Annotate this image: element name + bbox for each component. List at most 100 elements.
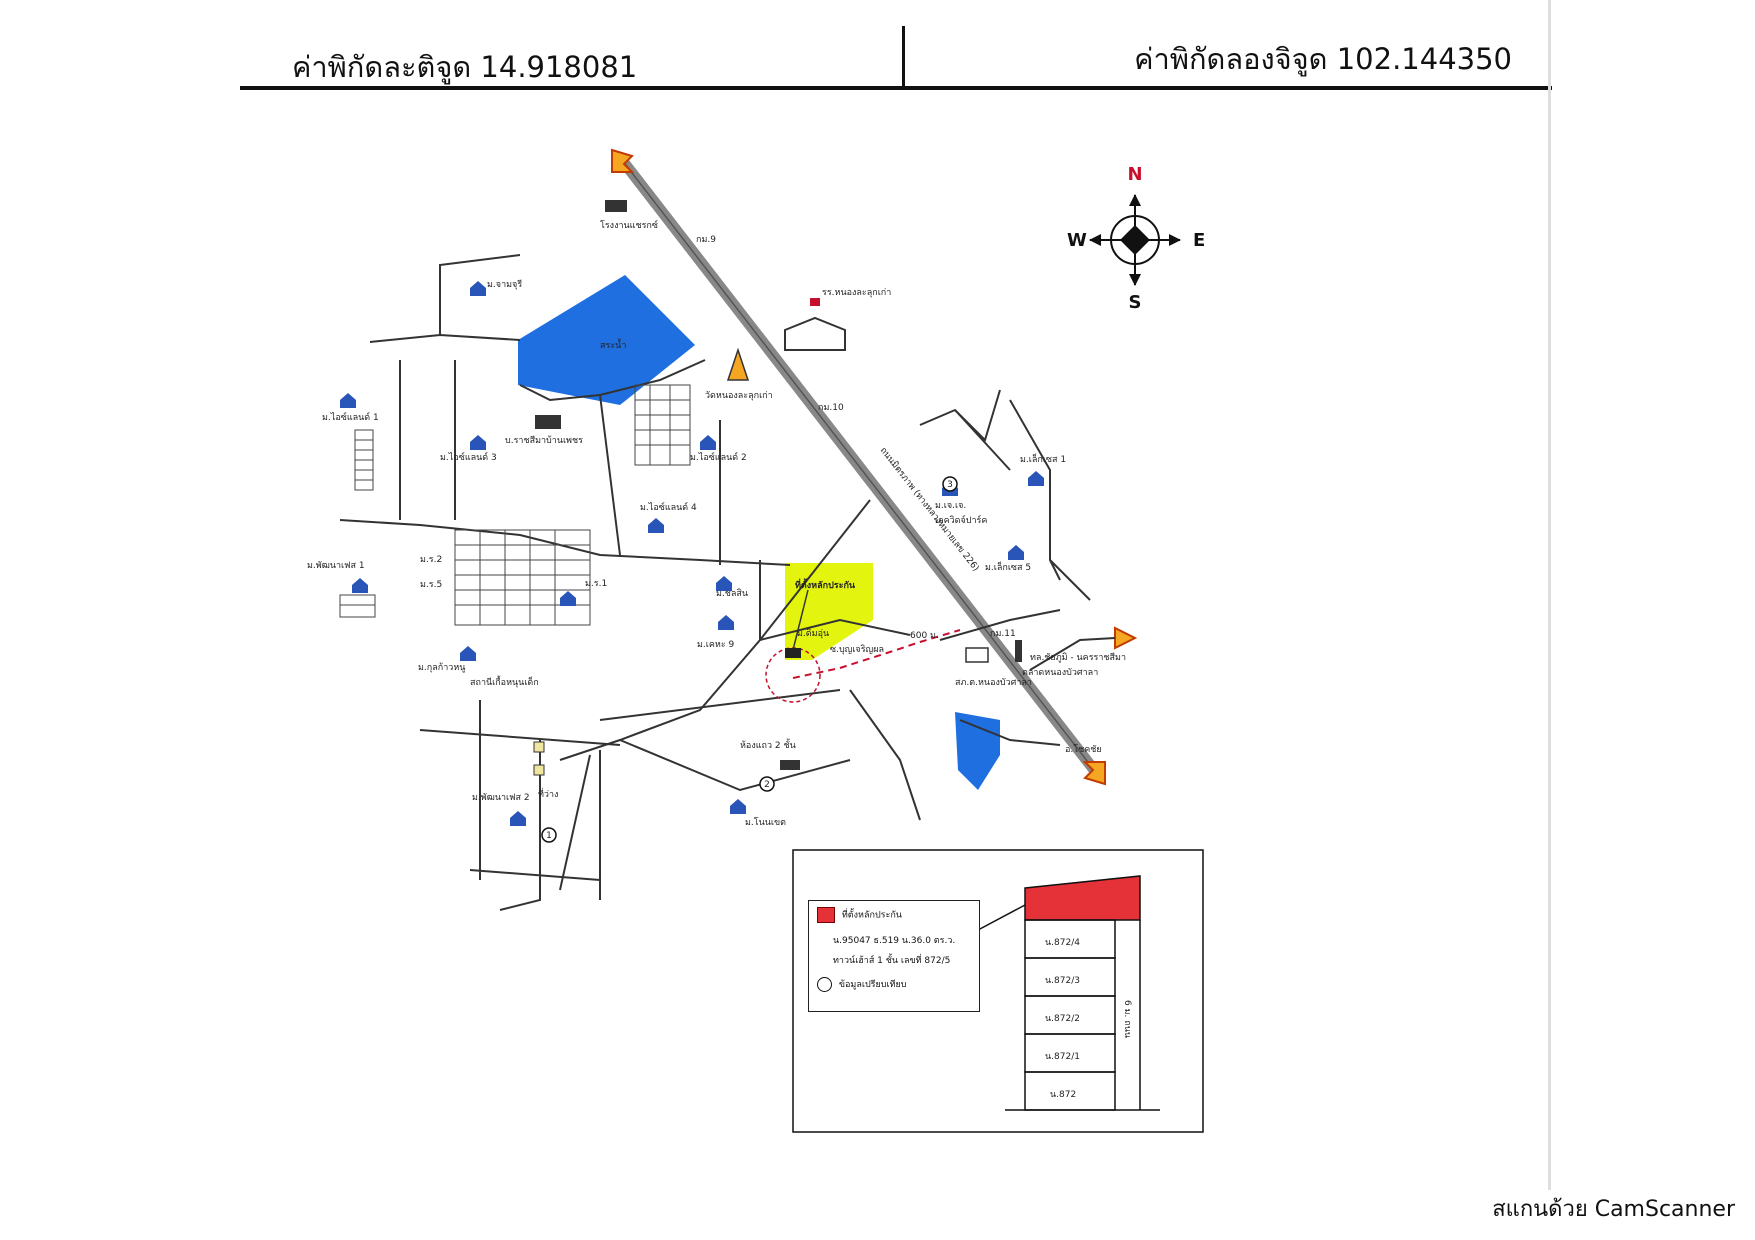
label-sai-land-2: ม.ไอซ์แลนด์ 2 — [690, 451, 747, 463]
legend-swatch — [817, 907, 835, 923]
label-shop: ตลาดหนองบัวศาลา — [1022, 668, 1098, 678]
marker-2 — [759, 776, 775, 792]
label-collateral: ที่ตั้งหลักประกัน — [795, 578, 856, 591]
label-nonkhet: ม.โนนเขต — [745, 817, 786, 828]
factory-icon — [605, 200, 627, 212]
label-jj: ม.เจ.เจ. — [935, 501, 966, 511]
compass-e: E — [1193, 230, 1205, 251]
label-distance: 600 ม. — [910, 631, 939, 641]
label-km9: กม.9 — [696, 235, 716, 245]
plot-unit-4: น.872/4 — [1045, 938, 1080, 948]
label-to-highway: ทล.ชัยภูมิ - นครราชสีมา — [1030, 652, 1126, 663]
label-r1: ม.ร.1 — [585, 579, 607, 589]
plot-unit-2: น.872/2 — [1045, 1014, 1080, 1024]
house-icon — [352, 578, 368, 593]
temple-icon — [726, 347, 750, 381]
pond-area — [518, 275, 695, 405]
house-icon — [340, 393, 356, 408]
plot-collateral — [1024, 875, 1141, 921]
label-phatthana-1: ม.พัฒนาเฟส 1 — [307, 561, 365, 571]
scanner-footer: สแกนด้วย CamScanner — [1492, 1197, 1735, 1222]
label-temple-school: รร.หนองละลุกเก่า — [822, 288, 891, 298]
house-icon — [510, 811, 526, 826]
label-temple: วัดหนองละลุกเก่า — [705, 391, 773, 401]
label-school-small: สถานีเกื้อหนุนเด็ก — [470, 675, 539, 688]
label-sai-land-1: ม.ไอซ์แลนด์ 1 — [322, 411, 379, 423]
house-icon — [460, 646, 476, 661]
marker-1 — [541, 827, 557, 843]
house-icon — [470, 435, 486, 450]
house-icon — [1008, 545, 1024, 560]
latitude-label: ค่าพิกัดละติจูด 14.918081 — [292, 50, 638, 84]
label-km11: กม.11 — [990, 629, 1016, 639]
compass-icon — [1089, 194, 1181, 286]
legend-reference: ข้อมูลเปรียบเทียบ — [838, 980, 907, 990]
arrow-north-west-icon — [611, 148, 635, 173]
compass-n: N — [1127, 164, 1142, 185]
plot-unit-1: น.872/1 — [1045, 1052, 1080, 1062]
legend-collateral: ที่ตั้งหลักประกัน — [841, 910, 902, 921]
school-icon — [784, 316, 846, 351]
label-moo: ม.ดิ่มอุ่น — [797, 626, 829, 639]
arrow-south-east-icon — [1082, 761, 1106, 786]
label-lexus-5: ม.เล็กเซส 5 — [985, 560, 1031, 573]
header-divider — [902, 26, 905, 88]
house-icon — [560, 591, 576, 606]
collateral-building-icon — [785, 648, 801, 658]
longitude-label: ค่าพิกัดลองจิจูด 102.144350 — [1134, 42, 1512, 76]
traffic-light-icon — [1015, 640, 1022, 662]
plot-unit-3: น.872/3 — [1045, 976, 1080, 986]
plot-unit-0: น.872 — [1050, 1090, 1076, 1100]
plot-road-label: 6 ม. ถนน — [1122, 1000, 1132, 1038]
arrow-east-icon — [1114, 626, 1138, 650]
collateral-zone — [785, 563, 873, 660]
label-pond: สระน้ำ — [600, 338, 626, 351]
compass-s: S — [1129, 292, 1142, 313]
label-storage: ที่ว่าง — [538, 787, 558, 800]
storage-icon — [533, 764, 545, 776]
label-r5: ม.ร.5 — [420, 580, 442, 590]
distance-route — [792, 629, 961, 679]
house-icon — [718, 615, 734, 630]
house-icon — [730, 799, 746, 814]
townhouse-icon — [780, 760, 800, 770]
house-icon — [716, 576, 732, 591]
plot-plan-frame — [792, 849, 1204, 1133]
label-kukaew: ม.กุลก้าวหนู — [418, 662, 465, 673]
label-soi: ซ.บุญเจริญผล — [830, 644, 884, 655]
label-r2: ม.ร.2 — [420, 555, 442, 565]
label-chok: ม.ชลสิน — [716, 588, 748, 599]
label-km10: กม.10 — [818, 403, 844, 413]
marker-2-label: 2 — [764, 780, 770, 790]
pond-small — [955, 712, 1000, 790]
house-icon — [470, 281, 486, 296]
label-phatthana-2: ม.พัฒนาเฟส 2 — [472, 793, 530, 803]
legend-reference-row: ข้อมูลเปรียบเทียบ — [817, 977, 907, 992]
label-to-city: อ.โชคชัย — [1065, 744, 1102, 755]
coordinate-header: ค่าพิกัดละติจูด 14.918081 ค่าพิกัดลองจิจ… — [240, 20, 1552, 90]
house-icons — [340, 281, 1044, 826]
reference-circle-icon — [817, 977, 832, 992]
storage-icon — [533, 741, 545, 753]
legend-collateral-row: ที่ตั้งหลักประกัน — [817, 907, 902, 923]
legend: ที่ตั้งหลักประกัน น.95047 ธ.519 น.36.0 ต… — [808, 900, 980, 1012]
legend-deed: น.95047 ธ.519 น.36.0 ตร.ว. — [833, 936, 956, 946]
company-icon — [535, 415, 561, 429]
marker-3-label: 3 — [947, 480, 953, 490]
label-kheha-9: ม.เคหะ 9 — [697, 640, 735, 650]
label-lexus-1: ม.เล็กเซส 1 — [1020, 452, 1066, 465]
house-icon — [700, 435, 716, 450]
house-icon — [1028, 471, 1044, 486]
marker-1-label: 1 — [546, 831, 552, 841]
police-icon — [965, 647, 989, 663]
label-townhouse: ห้องแถว 2 ชั้น — [740, 738, 796, 751]
house-icon — [648, 518, 664, 533]
label-sai-land-4: ม.ไอซ์แลนด์ 4 — [640, 501, 697, 513]
marker-3 — [942, 476, 958, 492]
label-factory: โรงงานแชรกซ์ — [600, 219, 658, 231]
page-edge — [1548, 0, 1551, 1190]
label-police: สภ.ต.หนองบัวศาลา — [955, 678, 1032, 688]
housing-grid — [339, 384, 691, 626]
label-lexus-park: เลควิดจ์ปาร์ค — [935, 514, 987, 526]
